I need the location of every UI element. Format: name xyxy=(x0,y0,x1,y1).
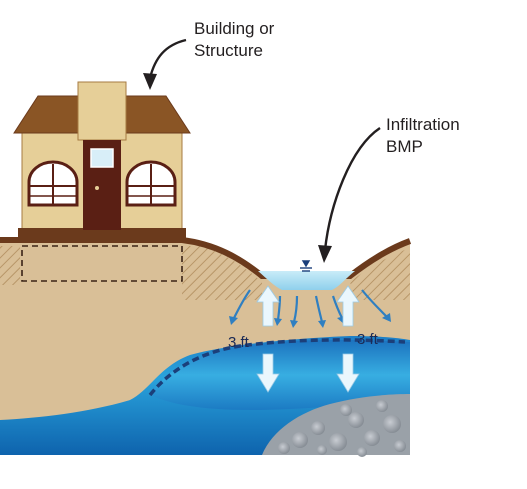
building-label-line1: Building or xyxy=(194,19,275,38)
soil-hatch-left xyxy=(0,246,20,285)
infiltration-pond-water xyxy=(258,271,355,290)
building-chimney xyxy=(77,81,127,141)
water-surface-symbol xyxy=(300,260,312,272)
bmp-label-line1: Infiltration xyxy=(386,115,460,134)
door-window-icon xyxy=(90,148,114,168)
bmp-label-line2: BMP xyxy=(386,137,423,156)
building-base xyxy=(18,228,186,238)
downward-arrows xyxy=(256,353,360,393)
building-callout-arrow xyxy=(143,38,187,90)
building-label-line2: Structure xyxy=(194,41,263,60)
building-foundation-outline xyxy=(21,245,183,282)
door-knob xyxy=(95,186,99,190)
upward-arrows xyxy=(256,285,360,327)
soil-hatch-right xyxy=(350,248,410,300)
separation-label-left: 3 ft xyxy=(228,334,250,351)
infiltration-arrows xyxy=(233,289,387,323)
separation-boundary-line xyxy=(148,338,406,397)
bmp-callout-arrow xyxy=(318,127,381,263)
separation-label-right: 3 ft xyxy=(357,331,379,348)
window-icon-right xyxy=(125,160,177,207)
topsoil-line xyxy=(0,237,412,279)
soil-hatch-excavation xyxy=(182,246,262,300)
building xyxy=(13,81,191,238)
bedrock-stones xyxy=(278,400,406,457)
window-icon-left xyxy=(27,160,79,207)
